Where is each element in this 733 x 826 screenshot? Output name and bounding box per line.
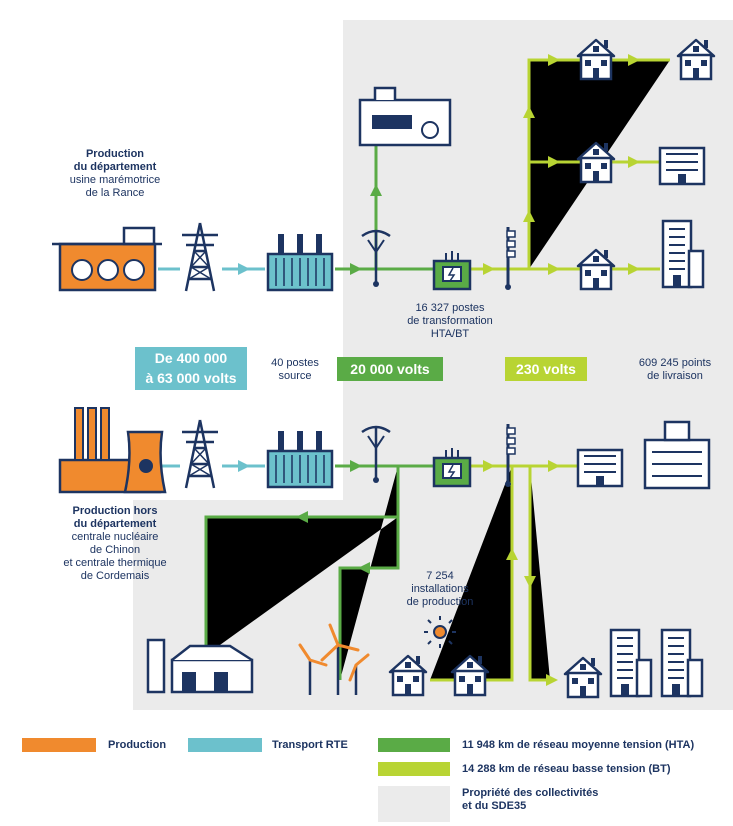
factory-icon — [358, 86, 452, 147]
pylon-icon — [180, 221, 220, 293]
label-production-dept: Production du département usine marémotr… — [69, 148, 161, 199]
building-icon — [658, 146, 706, 186]
pylon-icon — [180, 418, 220, 490]
label-installations: 7 254 installations de production — [406, 570, 474, 608]
legend-swatch-production — [22, 738, 96, 752]
legend-swatch-transport — [188, 738, 262, 752]
legend-label-transport: Transport RTE — [272, 739, 348, 751]
bt-line-top — [470, 58, 670, 271]
legend-label-hta: 11 948 km de réseau moyenne tension (HTA… — [462, 739, 695, 751]
transformer-icon — [266, 232, 334, 292]
legend-swatch-hta — [378, 738, 450, 752]
badge-transport-voltage: De 400 000 à 63 000 volts — [135, 347, 247, 390]
sun-icon — [424, 616, 456, 648]
label-postes-source: 40 postes source — [271, 357, 319, 382]
label-production-hors: Production hors du département centrale … — [63, 505, 167, 582]
transformer-icon — [266, 429, 334, 489]
label-points-livraison: 609 245 points de livraison — [638, 357, 712, 382]
legend-label-propriete: Propriété des collectivités et du SDE35 — [462, 787, 599, 812]
label-postes-transformation: 16 327 postes de transformation HTA/BT — [407, 302, 493, 340]
building-icon — [576, 448, 624, 488]
building-icon — [643, 420, 711, 490]
badge-bt-voltage: 230 volts — [505, 357, 587, 381]
wind-turbine-icon — [298, 623, 370, 695]
badge-hta-voltage: 20 000 volts — [337, 357, 443, 381]
tidal-plant-icon — [52, 226, 162, 292]
legend-label-production: Production — [108, 739, 167, 751]
nuclear-plant-icon — [58, 407, 167, 494]
incinerator-icon — [146, 638, 254, 694]
legend-swatch-bt — [378, 762, 450, 776]
legend-swatch-propriete — [378, 786, 450, 822]
legend-label-bt: 14 288 km de réseau basse tension (BT) — [462, 763, 671, 775]
